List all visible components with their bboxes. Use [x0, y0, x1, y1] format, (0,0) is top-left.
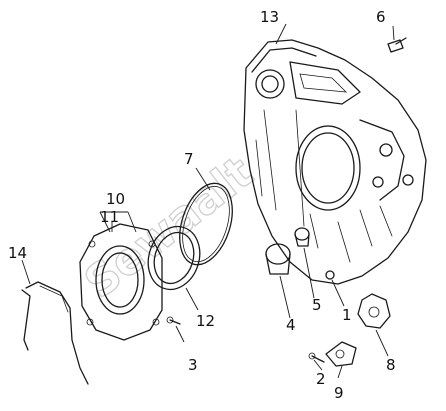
- gasket-part-14: [21, 281, 89, 385]
- callout-9: 9: [334, 384, 344, 402]
- flywheel-housing: [243, 39, 427, 285]
- plug-part-5: [294, 227, 310, 247]
- gasket-part-9: [325, 341, 357, 367]
- bolt-part-2: [308, 352, 325, 363]
- callout-4: 4: [286, 316, 296, 334]
- o-ring-part-7: [179, 182, 233, 266]
- plug-part-4: [265, 243, 291, 275]
- leader-lines: [21, 23, 395, 379]
- callout-2: 2: [316, 370, 326, 388]
- screw-part-3: [166, 316, 181, 325]
- callout-10: 10: [106, 190, 125, 208]
- callout-1: 1: [342, 306, 352, 324]
- rear-seal-part-12: [147, 225, 201, 291]
- callout-8: 8: [386, 356, 396, 374]
- callout-12: 12: [196, 312, 215, 330]
- seal-carrier-part-11: [79, 223, 163, 341]
- callout-13: 13: [260, 8, 279, 26]
- bolt-part-6: [387, 37, 407, 53]
- cover-plate-part-8: [357, 293, 391, 329]
- callout-5: 5: [312, 296, 322, 314]
- callout-14: 14: [8, 244, 27, 262]
- callout-3: 3: [188, 356, 198, 374]
- callout-7: 7: [184, 150, 194, 168]
- callout-11: 11: [100, 208, 119, 226]
- callout-6: 6: [376, 8, 386, 26]
- washer-part-1: [325, 270, 335, 280]
- callout-labels: 13 6 7 10 11 14 12 3 4 5 1 8 2 9: [8, 8, 396, 402]
